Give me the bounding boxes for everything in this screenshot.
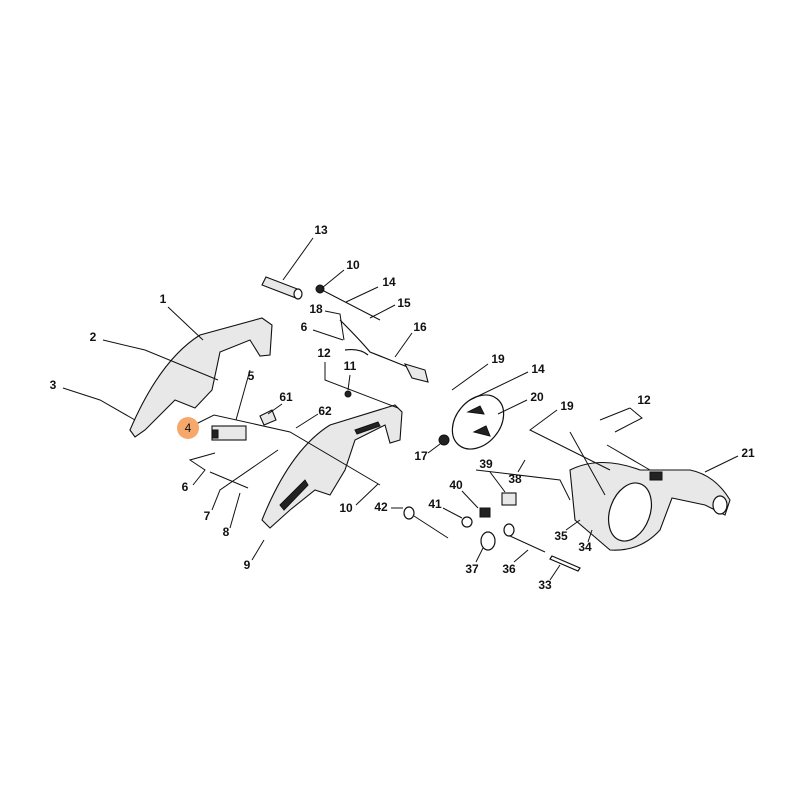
label-5[interactable]: 5: [248, 369, 255, 383]
label-19[interactable]: 19: [560, 399, 574, 413]
label-10[interactable]: 10: [346, 258, 360, 272]
label-11[interactable]: 11: [344, 359, 357, 373]
label-12[interactable]: 12: [317, 346, 331, 360]
ring-part-36: [503, 523, 515, 537]
label-17[interactable]: 17: [414, 449, 428, 463]
label-6[interactable]: 6: [301, 320, 308, 334]
label-4[interactable]: 4: [185, 421, 192, 435]
pin-part-33: [549, 555, 581, 572]
label-19[interactable]: 19: [491, 352, 505, 366]
label-8[interactable]: 8: [223, 525, 230, 539]
label-36[interactable]: 36: [502, 562, 516, 576]
part-17: [438, 434, 450, 446]
label-40[interactable]: 40: [449, 478, 463, 492]
label-35[interactable]: 35: [554, 529, 568, 543]
tube-part-13: [261, 276, 303, 300]
label-6[interactable]: 6: [182, 480, 189, 494]
nut-part-10: [315, 284, 325, 294]
handle-part-9: [261, 404, 403, 529]
label-34[interactable]: 34: [578, 540, 592, 554]
label-13[interactable]: 13: [314, 223, 328, 237]
plate-part-20: [451, 394, 505, 450]
handle-part-1: [129, 317, 273, 438]
label-10[interactable]: 10: [339, 501, 353, 515]
label-16[interactable]: 16: [413, 320, 427, 334]
label-20[interactable]: 20: [530, 390, 544, 404]
label-14[interactable]: 14: [531, 362, 545, 376]
label-18[interactable]: 18: [309, 302, 323, 316]
label-21[interactable]: 21: [741, 446, 755, 460]
label-41[interactable]: 41: [428, 497, 442, 511]
switch-part-5: [211, 425, 247, 441]
cord-part-16: [339, 319, 411, 369]
label-38[interactable]: 38: [508, 472, 522, 486]
label-3[interactable]: 3: [50, 378, 57, 392]
part-11: [344, 390, 352, 398]
clip-part-61: [259, 409, 277, 426]
label-14[interactable]: 14: [382, 275, 396, 289]
leader-lines: [62, 237, 739, 581]
label-1[interactable]: 1: [160, 292, 167, 306]
label-37[interactable]: 37: [465, 562, 479, 576]
label-62[interactable]: 62: [318, 404, 332, 418]
label-12[interactable]: 12: [637, 393, 651, 407]
label-33[interactable]: 33: [538, 578, 552, 592]
ring-part-42: [403, 506, 415, 520]
label-9[interactable]: 9: [244, 558, 251, 572]
highlight-badge[interactable]: [177, 417, 199, 439]
label-61[interactable]: 61: [279, 390, 293, 404]
label-42[interactable]: 42: [374, 500, 388, 514]
washer-part-37: [480, 531, 496, 551]
part-39-40-41: [461, 492, 517, 528]
label-15[interactable]: 15: [397, 296, 411, 310]
label-2[interactable]: 2: [90, 330, 97, 344]
motor-housing-part-21: [569, 462, 731, 551]
label-39[interactable]: 39: [479, 457, 493, 471]
plug-icon: [403, 363, 429, 383]
label-7[interactable]: 7: [204, 509, 211, 523]
